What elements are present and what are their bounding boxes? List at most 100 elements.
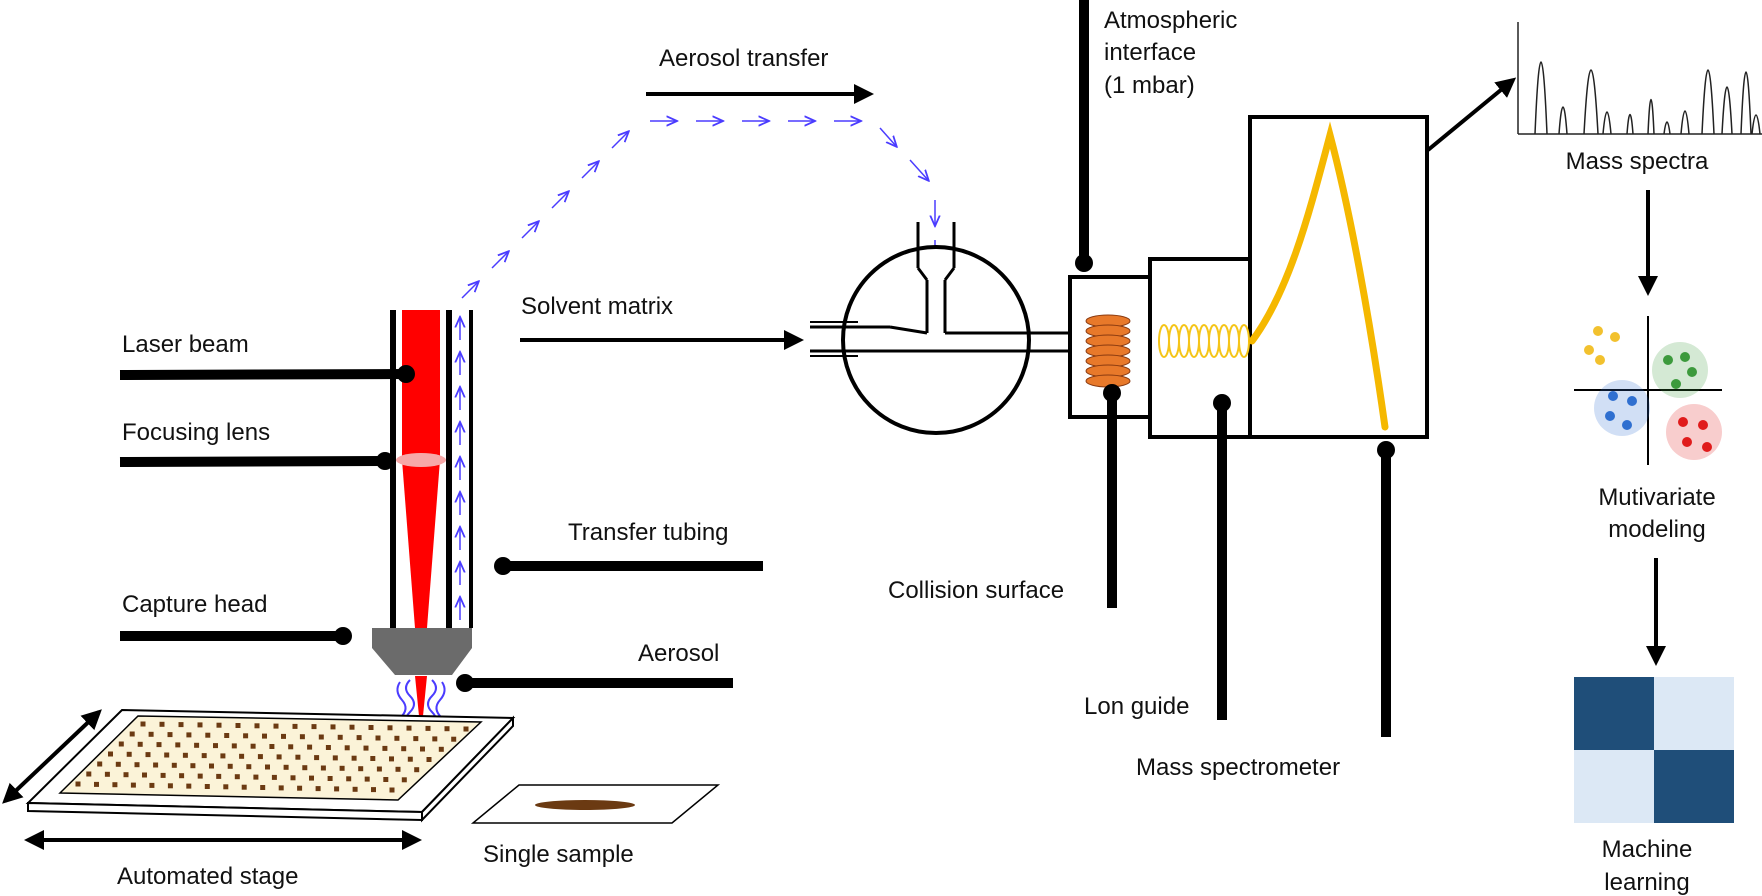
sample-well (97, 761, 103, 767)
laser-beam (402, 310, 440, 460)
sample-well (363, 745, 369, 751)
sample-well (156, 742, 162, 748)
sample-well (276, 754, 282, 760)
to-spectra-arrow (1426, 77, 1517, 152)
sample-well (234, 774, 240, 780)
sample-well (315, 786, 321, 792)
sample-well (311, 724, 317, 730)
sample-well (309, 775, 314, 781)
sample-well (389, 787, 395, 793)
capture-head-assembly (372, 310, 473, 729)
sample-well (358, 766, 364, 772)
sample-well (216, 773, 222, 779)
flow-arrows (2, 77, 1666, 850)
cluster-blue (1594, 380, 1650, 436)
label-mass-spectra: Mass spectra (1566, 148, 1709, 175)
sample-well (231, 743, 237, 749)
sample-well (209, 763, 214, 769)
sample-well (197, 773, 203, 779)
sample-well (302, 765, 308, 771)
sample-well (94, 781, 99, 787)
sample-well (182, 752, 188, 758)
sample-well (451, 736, 457, 742)
focusing-lens (396, 453, 446, 467)
label-multivariate-modeling-2: modeling (1608, 516, 1705, 543)
sample-well (164, 752, 170, 758)
sample-well (339, 765, 345, 771)
label-multivariate-modeling-1: Mutivariate (1598, 484, 1715, 511)
label-atmospheric-interface-2: interface (1104, 39, 1196, 66)
label-atmospheric-interface-1: Atmospheric (1104, 7, 1237, 34)
sample-well (148, 731, 154, 737)
sample-well (262, 733, 267, 739)
mass-spectra-plot (1517, 22, 1762, 135)
laser-cone (402, 460, 440, 628)
sample-well (126, 751, 132, 757)
sample-well (224, 733, 230, 738)
sample-well (273, 723, 279, 729)
pointer-lines (119, 0, 1395, 737)
sample-well (438, 746, 444, 752)
sample-well (406, 725, 412, 731)
label-automated-stage: Automated stage (117, 863, 298, 890)
sample-well (401, 746, 407, 752)
sample-well (190, 763, 196, 769)
sample-well (142, 772, 147, 778)
label-atmospheric-interface-3: (1 mbar) (1104, 72, 1195, 99)
sample-well (307, 744, 313, 750)
sample-well (112, 782, 118, 788)
sample-well (257, 754, 263, 760)
sample-well (137, 741, 143, 747)
sample-well (153, 762, 159, 768)
sample-well (149, 782, 155, 788)
sample-well (86, 771, 92, 777)
mass-spectrometer (1068, 115, 1429, 439)
sample-well (318, 734, 324, 740)
sample-well (186, 783, 192, 789)
sample-well (220, 753, 226, 759)
sample-well (108, 751, 113, 757)
label-single-sample: Single sample (483, 841, 634, 868)
sample-well (351, 755, 357, 761)
sample-well (205, 732, 211, 738)
sample-well (327, 776, 333, 781)
sample-well (253, 774, 259, 780)
ion-trajectory (1248, 121, 1389, 431)
sample-well (371, 787, 376, 793)
sample-well (344, 745, 350, 751)
label-laser-beam: Laser beam (122, 331, 249, 358)
sample-well (216, 722, 222, 728)
sample-well (134, 762, 140, 768)
sample-well (254, 723, 260, 729)
sample-well (387, 725, 393, 731)
sample-well (413, 736, 419, 742)
sample-well (394, 735, 400, 741)
sample-well (290, 775, 296, 781)
sample-well (395, 766, 401, 772)
sample-well (325, 745, 331, 750)
label-aerosol: Aerosol (638, 640, 719, 667)
sample-well (178, 722, 184, 728)
sample-well (375, 735, 381, 741)
sample-well (179, 773, 185, 779)
sample-well (414, 767, 420, 773)
sample-well (104, 771, 110, 777)
sample-well (241, 784, 247, 790)
single-sample (470, 784, 721, 824)
stage-depth-arrow (2, 709, 102, 804)
sample-well (330, 724, 336, 730)
sample-well (175, 742, 181, 748)
sample-well (130, 782, 136, 788)
sample-well (292, 723, 298, 729)
sample-well (337, 734, 343, 740)
sample-well (271, 774, 277, 780)
label-solvent-matrix: Solvent matrix (521, 293, 673, 320)
sample-well (334, 786, 340, 792)
sample-well (370, 756, 376, 761)
sample-well (352, 786, 358, 792)
sample-well (159, 721, 165, 727)
label-machine-learning-2: learning (1604, 869, 1689, 896)
sample-well (213, 743, 218, 749)
sample-well (269, 744, 275, 749)
sample-well (376, 766, 382, 772)
